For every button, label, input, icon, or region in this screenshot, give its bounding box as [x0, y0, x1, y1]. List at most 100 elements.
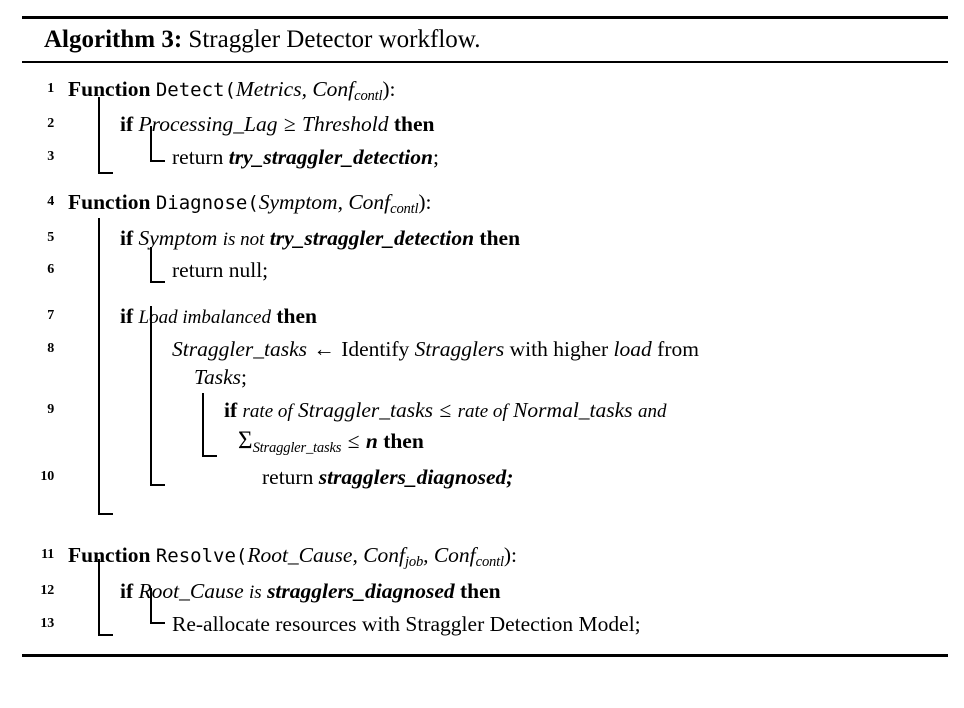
paren-close: ):	[418, 190, 432, 215]
param-conf: Conf	[433, 543, 476, 568]
keyword-function: Function	[68, 543, 151, 568]
value-try-straggler-detection: try_straggler_detection	[228, 144, 433, 169]
line-number: 4	[47, 194, 54, 210]
algorithm-line: 13 Re-allocate resources with Straggler …	[22, 607, 948, 640]
line-content: return null;	[54, 255, 948, 285]
algorithm-line: 7 if Load imbalanced then	[22, 299, 948, 332]
line-number: 1	[47, 80, 54, 96]
action-identify: Identify	[341, 336, 410, 361]
keyword-return: return	[172, 144, 224, 169]
value-stragglers-diagnosed: stragglers_diagnosed	[267, 578, 455, 603]
var-tasks: Tasks	[194, 365, 242, 390]
algorithm-line: 10 return stragglers_diagnosed;	[22, 460, 948, 493]
keyword-then: then	[383, 429, 424, 454]
line-content: if rate of Straggler_tasks ≤ rate of Nor…	[54, 395, 948, 459]
algorithm-label: Algorithm 3:	[44, 26, 183, 53]
separator-comma: ,	[301, 76, 313, 101]
keyword-if: if	[120, 112, 134, 137]
separator-comma: ,	[423, 543, 434, 568]
line-number: 7	[47, 307, 54, 323]
param-conf: Conf	[348, 190, 391, 215]
line-number: 9	[47, 401, 54, 417]
algorithm-line: 1 Function Detect(Metrics, Confcontl):	[22, 72, 948, 108]
value-null: null;	[228, 258, 269, 283]
param-root-cause: Root_Cause	[247, 543, 353, 568]
operator-and: and	[637, 400, 667, 422]
line-content: Straggler_tasks ← Identify Stragglers wi…	[54, 334, 948, 392]
operator-assign-arrow: ←	[313, 336, 335, 361]
summation-icon: Σ	[238, 427, 253, 455]
var-processing-lag: Processing_Lag	[138, 112, 278, 137]
semicolon: ;	[432, 144, 439, 169]
keyword-if: if	[120, 225, 134, 250]
operator-le: ≤	[439, 397, 452, 422]
algorithm-body: 1 Function Detect(Metrics, Confcontl): 2…	[22, 63, 948, 654]
algorithm-line: 9 if rate of Straggler_tasks ≤ rate of N…	[22, 393, 948, 460]
line-content: if Symptom is not try_straggler_detectio…	[54, 223, 948, 253]
function-name-resolve: Resolve(	[155, 545, 248, 568]
value-stragglers-diagnosed: stragglers_diagnosed;	[318, 464, 514, 489]
keyword-function: Function	[68, 190, 151, 215]
line-number: 3	[47, 148, 54, 164]
line-number: 5	[47, 229, 54, 245]
line-number: 6	[47, 262, 54, 278]
line-number: 11	[41, 547, 54, 563]
paren-close: ):	[503, 543, 518, 568]
algorithm-line: 5 if Symptom is not try_straggler_detect…	[22, 221, 948, 254]
var-threshold: Threshold	[302, 112, 389, 137]
rule-top	[22, 16, 948, 19]
algorithm-line: 11 Function Resolve(Root_Cause, Confjob,…	[22, 539, 948, 575]
text-rate-of: rate of	[242, 400, 293, 422]
algorithm-line: 12 if Root_Cause is stragglers_diagnosed…	[22, 574, 948, 607]
var-straggler-tasks: Straggler_tasks	[298, 397, 434, 422]
keyword-function: Function	[68, 76, 151, 101]
subscript-straggler-tasks: Straggler_tasks	[252, 440, 342, 457]
algorithm-block: Algorithm 3: Straggler Detector workflow…	[22, 16, 948, 657]
subscript-job: job	[405, 554, 424, 571]
keyword-if: if	[224, 397, 238, 422]
text-rate-of: rate of	[457, 400, 508, 422]
keyword-if: if	[120, 303, 134, 328]
line-content: Re-allocate resources with Straggler Det…	[54, 609, 948, 639]
algorithm-line: 2 if Processing_Lag ≥ Threshold then	[22, 108, 948, 141]
line-number: 13	[40, 615, 54, 631]
algorithm-line: 4 Function Diagnose(Symptom, Confcontl):	[22, 186, 948, 222]
algorithm-title: Straggler Detector workflow.	[188, 26, 481, 53]
algorithm-line: 3 return try_straggler_detection;	[22, 140, 948, 173]
param-symptom: Symptom	[258, 190, 338, 215]
function-name-diagnose: Diagnose(	[155, 192, 259, 215]
separator-comma: ,	[352, 543, 364, 568]
line-number: 12	[40, 582, 54, 598]
subscript-contl: contl	[354, 87, 383, 104]
text-with-higher: with higher	[509, 336, 609, 361]
algorithm-line: 8 Straggler_tasks ← Identify Stragglers …	[22, 332, 948, 393]
algorithm-line: 6 return null;	[22, 254, 948, 287]
line-continuation: Tasks;	[172, 363, 948, 392]
condition-load-imbalanced: Load imbalanced	[138, 306, 271, 328]
line-content: Function Detect(Metrics, Confcontl):	[54, 74, 948, 107]
var-load: load	[613, 336, 652, 361]
line-number: 8	[47, 340, 54, 356]
line-content: if Root_Cause is stragglers_diagnosed th…	[54, 576, 948, 606]
line-content: if Processing_Lag ≥ Threshold then	[54, 109, 948, 139]
operator-is-not: is not	[222, 228, 265, 250]
semicolon: ;	[241, 365, 247, 390]
line-content: Function Resolve(Root_Cause, Confjob, Co…	[54, 540, 948, 573]
var-n: n	[365, 429, 378, 454]
subscript-contl: contl	[475, 554, 504, 571]
line-content: return try_straggler_detection;	[54, 142, 948, 172]
keyword-then: then	[460, 578, 501, 603]
text-from: from	[657, 336, 699, 361]
operator-is: is	[249, 581, 262, 603]
operator-le: ≤	[347, 429, 360, 454]
operator-ge: ≥	[283, 112, 296, 137]
var-straggler-tasks: Straggler_tasks	[172, 336, 307, 361]
line-continuation: ΣStraggler_tasks ≤ n then	[224, 424, 948, 459]
param-metrics: Metrics	[235, 76, 302, 101]
action-reallocate: Re-allocate resources with Straggler Det…	[172, 611, 641, 636]
var-stragglers: Stragglers	[414, 336, 505, 361]
algorithm-caption: Algorithm 3: Straggler Detector workflow…	[22, 19, 948, 61]
value-try-straggler-detection: try_straggler_detection	[269, 225, 475, 250]
line-content: return stragglers_diagnosed;	[54, 462, 948, 492]
paren-close: ):	[382, 76, 396, 101]
